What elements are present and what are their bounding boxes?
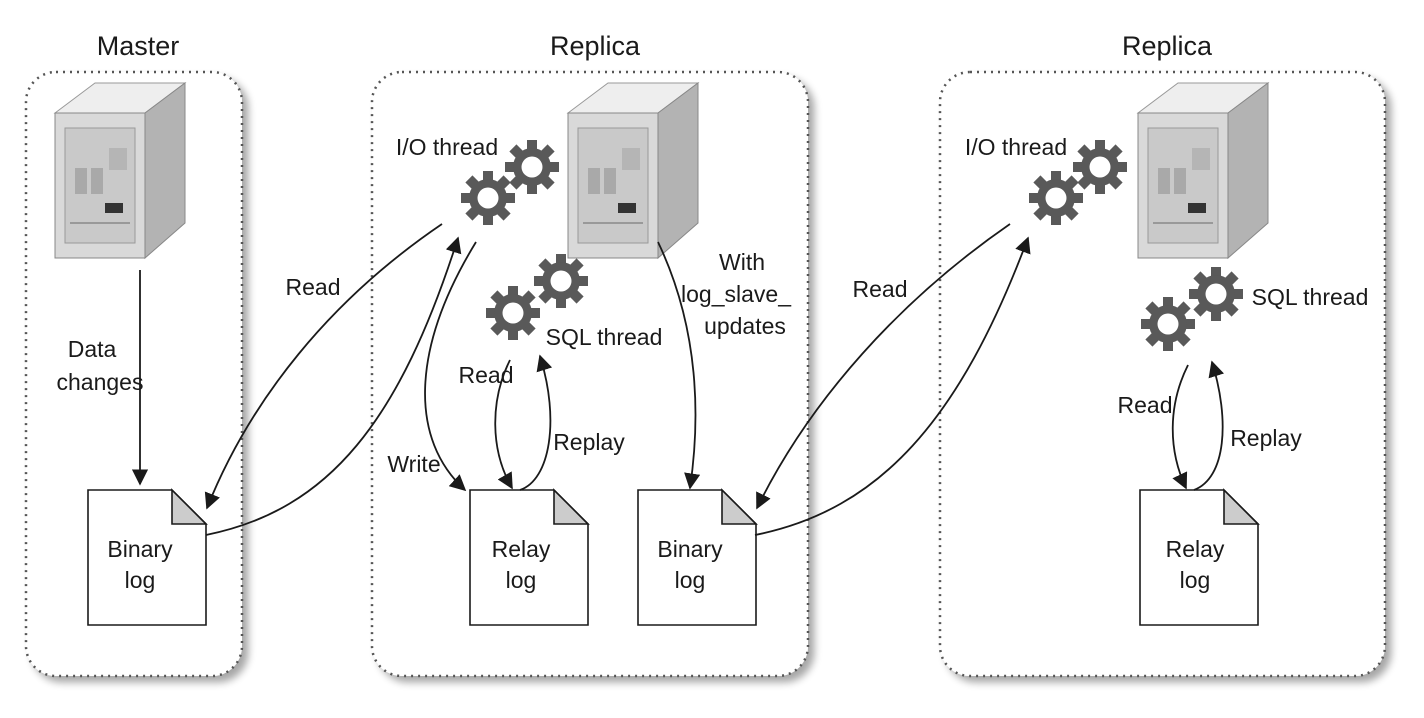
replica2-title: Replica (1122, 31, 1213, 61)
read-response-arrow (205, 236, 462, 536)
replica1-read-relay-arrow (494, 359, 513, 490)
with-label-1: With (719, 249, 765, 275)
master-server-icon (54, 82, 186, 259)
replica2-read-relay-arrow (1171, 364, 1189, 490)
replica1-sql-gear-icon (486, 286, 540, 340)
replica1-replay-arrow (519, 354, 553, 491)
replica2-sql-gear-icon (1141, 297, 1195, 351)
replica1-relay-label-1: Relay (492, 536, 551, 562)
replica1-binlog-label-1: Binary (657, 536, 723, 562)
replica2-io-thread-label: I/O thread (965, 134, 1067, 160)
replica1-sql-gear-icon-2 (534, 254, 588, 308)
replica1-title: Replica (550, 31, 641, 61)
read-master-label: Read (286, 274, 341, 300)
with-label-2: log_slave_ (681, 281, 792, 307)
master-binlog-label-1: Binary (107, 536, 173, 562)
data-changes-label-2: changes (57, 369, 144, 395)
read-request-arrow (204, 223, 443, 510)
write-label: Write (387, 451, 440, 477)
read-replica-label: Read (853, 276, 908, 302)
replica1-sql-thread-label: SQL thread (546, 324, 663, 350)
replica1-io-gear-icon-2 (505, 140, 559, 194)
replica2-sql-gear-icon-2 (1189, 267, 1243, 321)
with-label-3: updates (704, 313, 786, 339)
replica2-io-gear-icon-2 (1073, 140, 1127, 194)
master-title: Master (97, 31, 180, 61)
replica2-read-relay-label: Read (1118, 392, 1173, 418)
master-binlog-label-2: log (125, 567, 156, 593)
replica1-read-relay-label: Read (459, 362, 514, 388)
replica1-io-gear-icon (461, 171, 515, 225)
replica1-replay-label: Replay (553, 429, 625, 455)
replica2-read-response-arrow (754, 236, 1031, 536)
replica1-io-thread-label: I/O thread (396, 134, 498, 160)
replica1-server-icon (567, 82, 699, 259)
replica2-relay-label-1: Relay (1166, 536, 1225, 562)
replica2-server-icon (1137, 82, 1269, 259)
replica2-sql-thread-label: SQL thread (1252, 284, 1369, 310)
replica1-binlog-label-2: log (675, 567, 706, 593)
replica2-io-gear-icon (1029, 171, 1083, 225)
replica2-replay-arrow (1193, 360, 1225, 491)
replica1-relay-label-2: log (506, 567, 537, 593)
replica2-replay-label: Replay (1230, 425, 1302, 451)
write-arrow (424, 241, 477, 492)
data-changes-label-1: Data (68, 336, 117, 362)
replica2-relay-label-2: log (1180, 567, 1211, 593)
replica2-read-request-arrow (756, 223, 1011, 510)
log-slave-updates-arrow (657, 241, 701, 490)
